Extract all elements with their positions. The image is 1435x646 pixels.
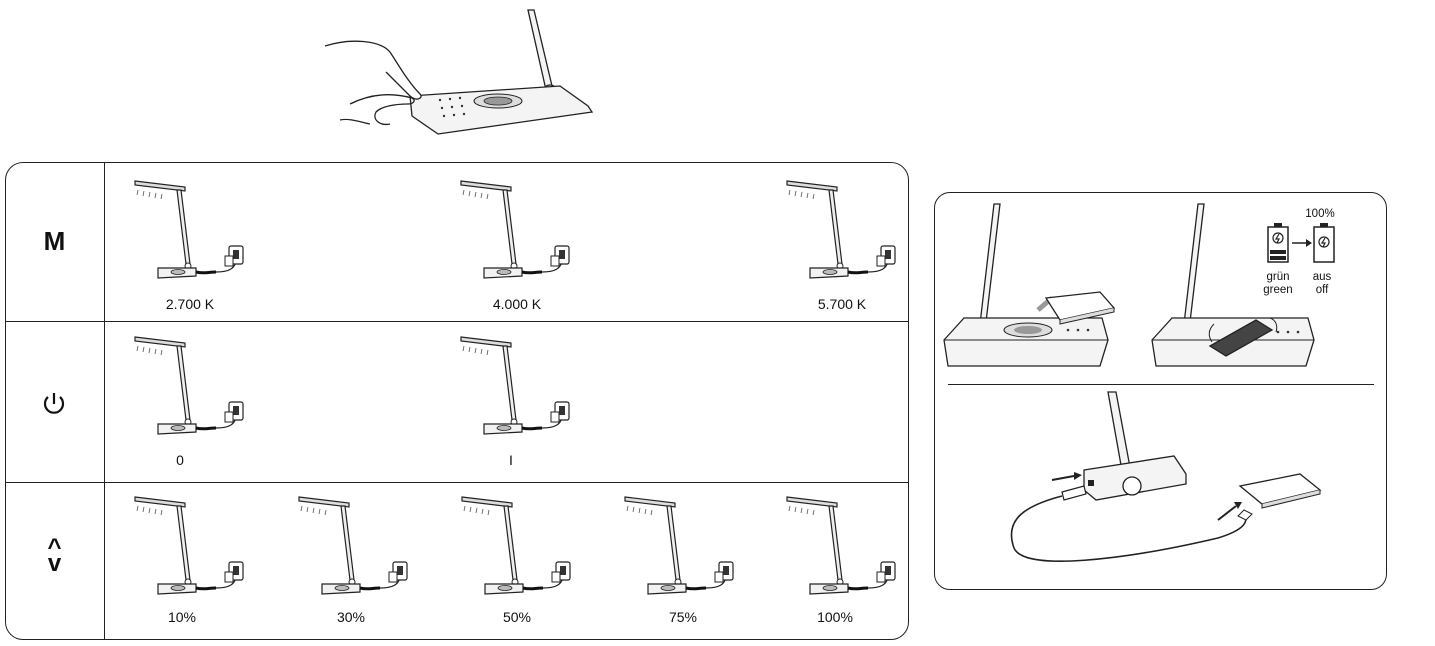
full-charge-label: 100% [1305,208,1335,220]
power-icon [43,393,65,414]
usb-cable-icon [1010,391,1322,562]
battery-full-icon [1313,223,1335,263]
brightness-label: 50% [502,609,532,625]
smartphone-icon [1044,291,1116,325]
color-temp-label: 5.700 K [817,296,867,312]
row-divider-2 [5,482,909,483]
desk-lamp-icon [457,492,587,622]
up-down-arrows-icon: ^ v [5,534,104,577]
charging-panel [934,192,1387,590]
mode-letter-icon: M [43,226,66,256]
desk-lamp-icon [782,176,912,306]
hand-press-icon [324,9,594,135]
desk-lamp-icon [130,176,260,306]
row-divider-1 [5,321,909,322]
color-temp-label: 4.000 K [492,296,542,312]
charged-state-de: aus [1312,271,1332,283]
brightness-label: 30% [336,609,366,625]
charging-state-de: grün [1266,271,1290,283]
desk-lamp-icon [456,332,586,462]
arrow-down-icon: v [47,550,62,577]
power-state-label: 0 [176,452,184,468]
desk-lamp-icon [943,203,1109,367]
column-divider [104,162,105,640]
brightness-label: 75% [668,609,698,625]
charged-state-en: off [1315,284,1329,296]
brightness-label: 100% [817,609,853,625]
desk-lamp-icon [130,332,260,462]
function-table [5,162,909,640]
color-temp-label: 2.700 K [165,296,215,312]
power-state-label: I [509,452,513,468]
desk-lamp-icon [1151,203,1315,367]
arrow-right-icon [1292,239,1312,247]
desk-lamp-icon [620,492,750,622]
charging-state-en: green [1263,284,1293,296]
charging-divider [948,384,1374,385]
battery-charging-icon [1267,223,1289,263]
arrow-up-icon: ^ [47,534,62,561]
desk-lamp-icon [294,492,424,622]
desk-lamp-icon [782,492,912,622]
desk-lamp-icon [130,492,260,622]
brightness-label: 10% [167,609,197,625]
desk-lamp-icon [456,176,586,306]
